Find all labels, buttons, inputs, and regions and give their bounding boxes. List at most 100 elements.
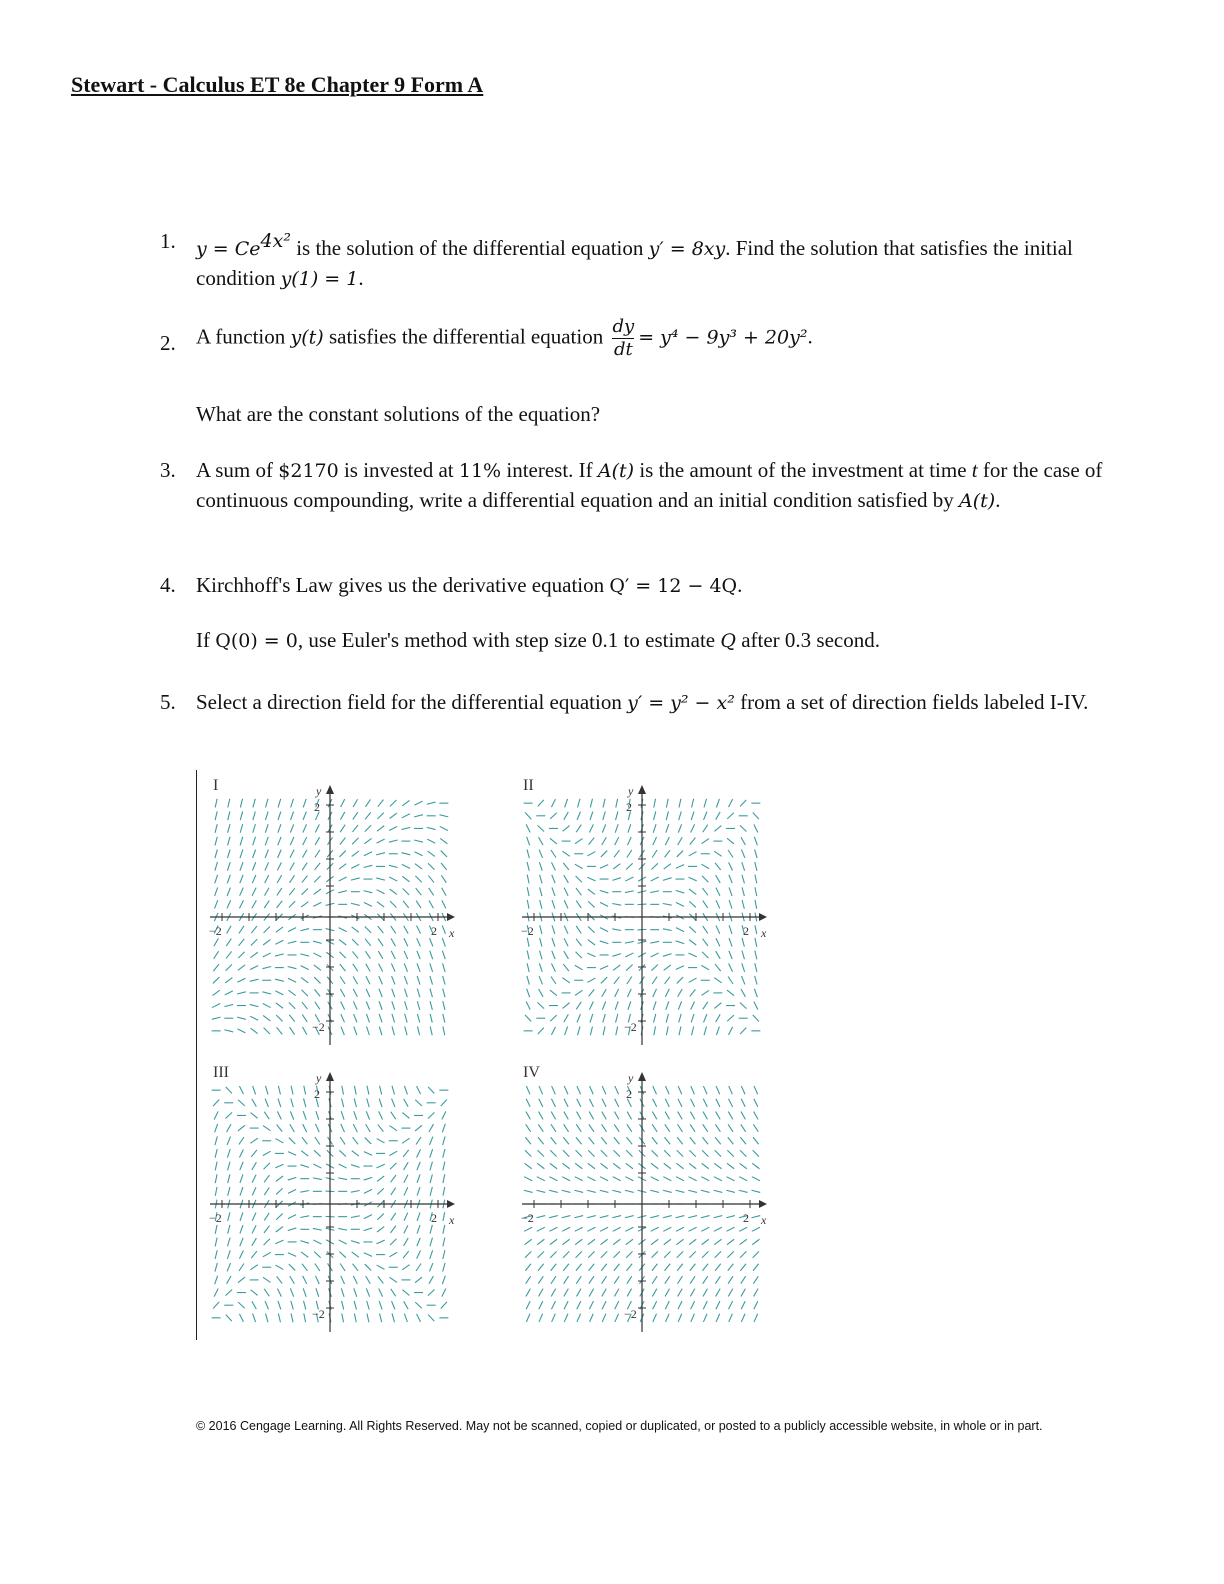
slope-segment [665, 1013, 669, 1023]
slope-segment [427, 1289, 435, 1297]
slope-segment [702, 925, 709, 934]
slope-segment [313, 1163, 322, 1169]
slope-segment [588, 1288, 595, 1297]
slope-segment [652, 1098, 658, 1108]
slope-segment [377, 950, 384, 960]
slope-segment [214, 1250, 218, 1260]
slope-segment [390, 925, 397, 934]
slope-segment [300, 1251, 309, 1258]
slope-segment [664, 1124, 671, 1133]
slope-segment [378, 1085, 383, 1095]
slope-segment [365, 1123, 371, 1133]
slope-segment [526, 937, 530, 947]
slope-segment [650, 952, 659, 958]
slope-segment [275, 1226, 284, 1233]
slope-segment [588, 1098, 594, 1108]
slope-segment [237, 1301, 246, 1309]
slope-segment [625, 1176, 634, 1182]
slope-segment [613, 849, 620, 858]
slope-segment [575, 1263, 582, 1272]
slope-segment [714, 862, 722, 871]
slope-segment [442, 1136, 446, 1146]
slope-segment [663, 1226, 672, 1232]
direction-field-plot: yx2−22−2 [521, 1071, 767, 1332]
slope-segment [389, 799, 397, 807]
slope-segment [728, 1300, 734, 1310]
slope-segment [739, 1002, 747, 1010]
slope-segment [239, 1224, 244, 1234]
slope-segment [562, 1002, 570, 1009]
slope-segment [239, 1237, 244, 1247]
slope-segment [239, 874, 244, 884]
slope-segment [588, 1300, 594, 1310]
slope-segment [600, 1136, 608, 1145]
slope-segment [664, 836, 670, 846]
question-2: 2. A function y(t) satisfies the differe… [160, 316, 1135, 361]
slope-segment [549, 989, 558, 997]
slope-segment [314, 836, 321, 846]
slope-segment [427, 1314, 435, 1322]
slope-segment [538, 1111, 544, 1120]
slope-segment [662, 953, 672, 957]
slope-segment [391, 1013, 396, 1023]
slope-segment [587, 876, 596, 882]
slope-segment [238, 1250, 244, 1259]
slope-segment [313, 1149, 322, 1157]
slope-segment [576, 1085, 582, 1095]
slope-segment [277, 1313, 282, 1323]
slope-segment [739, 1162, 748, 1170]
slope-segment [377, 1124, 384, 1132]
slope-segment [275, 1002, 284, 1009]
slope-segment [574, 838, 583, 845]
question-4: 4. Kirchhoff's Law gives us the derivati… [160, 571, 1135, 601]
slope-segment [213, 1288, 219, 1297]
slope-segment [262, 965, 272, 970]
slope-segment [627, 798, 631, 808]
slope-segment [702, 1263, 709, 1272]
slope-segment [429, 988, 433, 998]
slope-segment [741, 950, 745, 960]
slope-segment [523, 1176, 533, 1182]
slope-segment [676, 850, 684, 858]
slope-segment [312, 1177, 322, 1181]
slope-segment [550, 1111, 557, 1120]
slope-segment [401, 800, 410, 807]
slope-segment [312, 940, 322, 944]
slope-segment [302, 1111, 307, 1120]
slope-segment [339, 951, 347, 959]
slope-segment [365, 1288, 371, 1297]
slope-segment [702, 938, 709, 947]
slope-segment [576, 1288, 582, 1297]
slope-segment [612, 877, 622, 881]
slope-segment [574, 964, 583, 971]
slope-segment [315, 1313, 319, 1323]
slope-segment [587, 926, 596, 934]
slope-segment [561, 1189, 571, 1193]
slope-segment [739, 824, 747, 832]
slope-segment [563, 1300, 569, 1310]
slope-segment [289, 875, 296, 884]
slope-segment [741, 963, 746, 973]
slope-segment [551, 1085, 556, 1095]
question-text: satisfies the differential equation [323, 324, 609, 349]
question-number: 5. [160, 690, 176, 714]
slope-segment [626, 1288, 633, 1297]
slope-segment [740, 1275, 747, 1284]
slope-segment [739, 1027, 747, 1035]
slope-segment [650, 862, 659, 870]
slope-segment [302, 1123, 308, 1133]
slope-segment [287, 940, 297, 944]
slope-segment [537, 1251, 545, 1259]
slope-segment [726, 1215, 736, 1219]
slope-segment [414, 1124, 423, 1132]
slope-segment [389, 900, 397, 908]
slope-segment [429, 1148, 434, 1158]
slope-segment [338, 890, 348, 894]
slope-segment [599, 901, 609, 907]
slope-segment [613, 1263, 620, 1272]
slope-segment [626, 836, 632, 846]
